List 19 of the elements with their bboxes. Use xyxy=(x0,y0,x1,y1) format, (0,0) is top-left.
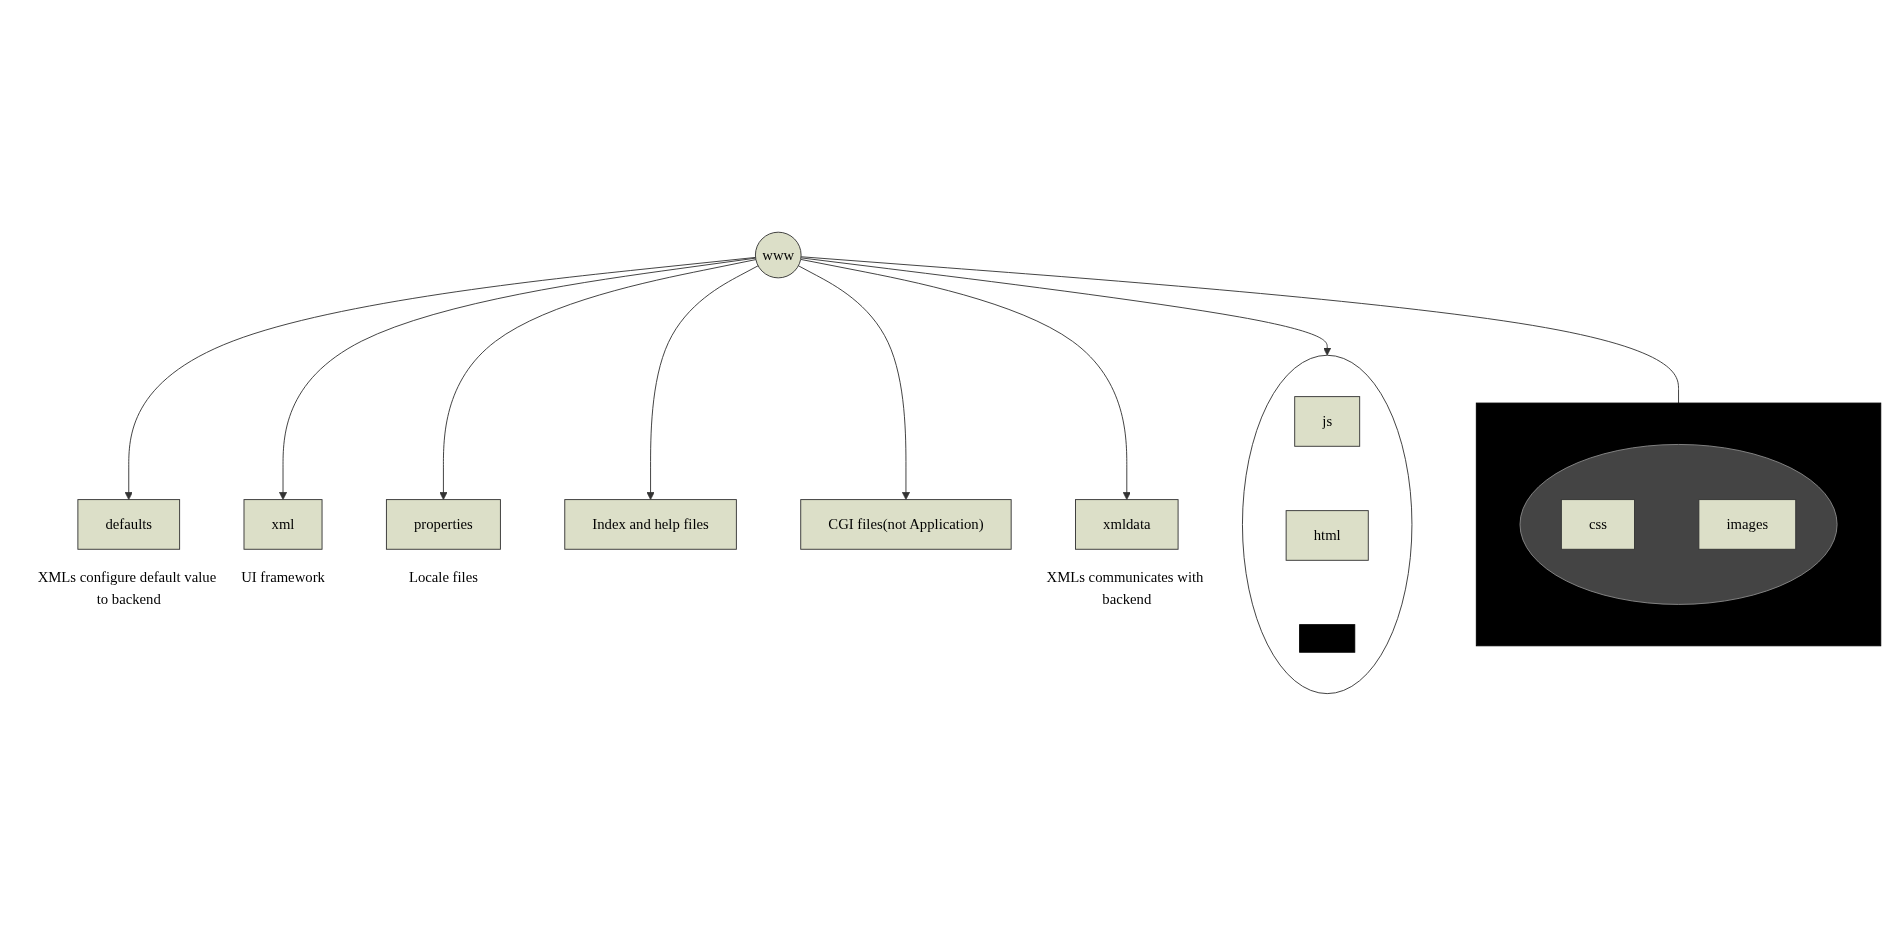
node-label: XMLs communicates with backend xyxy=(1046,569,1204,608)
node-box: html xyxy=(1285,510,1369,561)
node-box xyxy=(1299,624,1356,653)
cluster xyxy=(1242,354,1413,695)
node-box: images xyxy=(1698,499,1797,550)
node-box: xmldata xyxy=(1075,499,1179,550)
cluster xyxy=(1519,444,1838,605)
node-box: defaults xyxy=(77,499,181,550)
node-box: js xyxy=(1294,396,1361,447)
node-box: CGI files(not Application) xyxy=(800,499,1012,550)
node-circle: www xyxy=(754,231,802,279)
node-box: properties xyxy=(385,499,501,550)
cluster xyxy=(1475,402,1882,647)
node-label: Locale files xyxy=(408,569,478,586)
node-label: UI framework xyxy=(241,569,325,586)
node-box: xml xyxy=(243,499,323,550)
node-label: XMLs configure default value to backend xyxy=(37,569,217,608)
node-box: Index and help files xyxy=(564,499,737,550)
node-box: css xyxy=(1560,499,1635,550)
